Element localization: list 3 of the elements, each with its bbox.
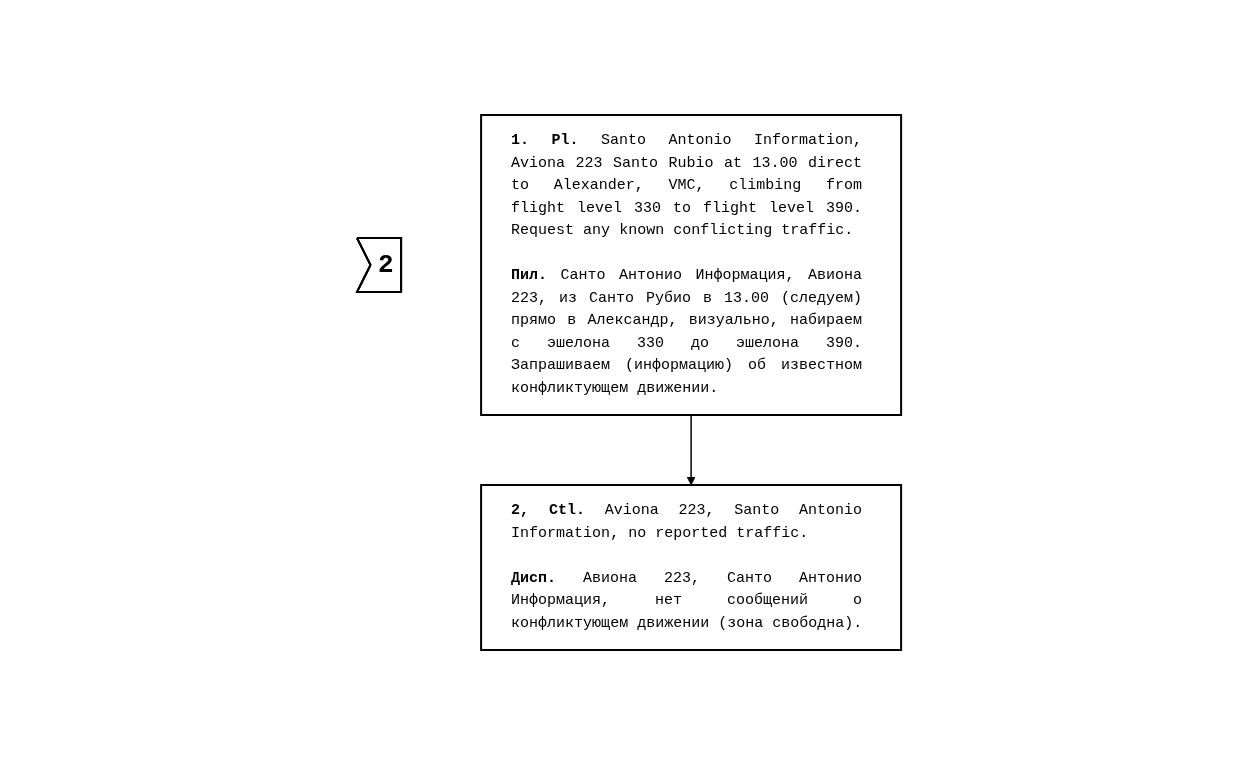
node-box: 2, Ctl. Aviona 223, Santo Antonio Information, no reported traffic. Дисп. Авиона 223, Санто Антонио Информация, нет сообщений о конфликтующем движении (зона свободна). bbox=[480, 483, 903, 651]
arrow bbox=[687, 413, 696, 485]
node-box: 1. Pl. Santo Antonio Information, Aviona 223 Santo Rubio at 13.00 direct to Alexander, VMC, climbing from flight level 330 to flight level 390. Request any known conflicting traffic. Пил. Санто Антонио Информация, Авиона 223, из Санто Рубио в 13.00 (следуем) прямо в Александр, визуально, набираем с эшелона 330 до эшелона 390. Запрашиваем (информацию) об известном конфликтующем движении. bbox=[480, 113, 903, 416]
